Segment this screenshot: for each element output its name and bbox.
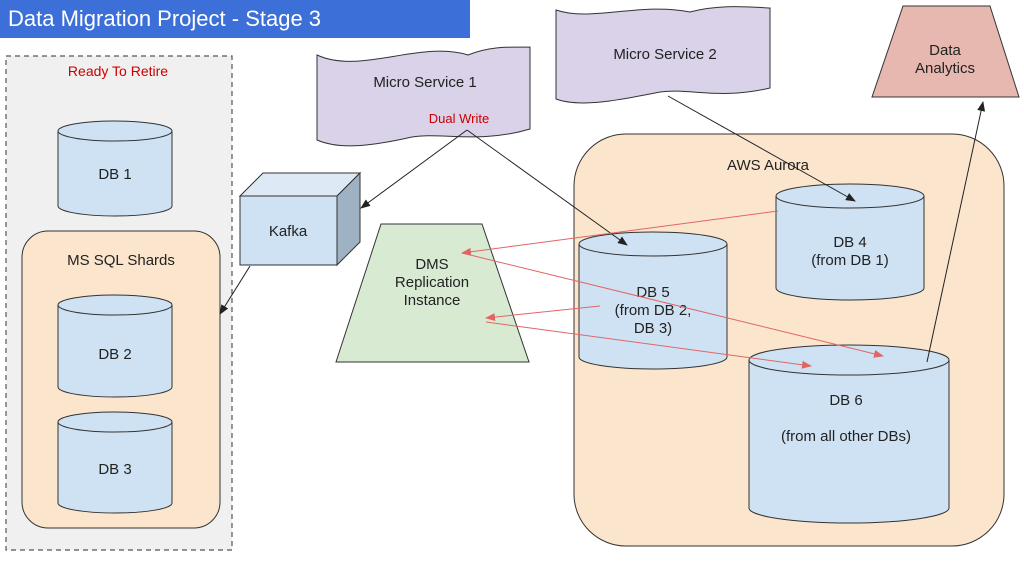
page-title: Data Migration Project - Stage 3 bbox=[8, 6, 322, 31]
arrow-ms2-to-db4 bbox=[667, 95, 856, 202]
ready-to-retire-label: Ready To Retire bbox=[68, 63, 168, 79]
micro-service-1: Micro Service 1 Dual Write bbox=[316, 46, 531, 147]
data-analytics-label-line1: Data bbox=[929, 42, 961, 59]
arrow-ms1-to-kafka bbox=[360, 129, 468, 209]
data-analytics-label-line2: Analytics bbox=[915, 60, 975, 77]
dms-replication-instance: DMS Replication Instance bbox=[335, 223, 530, 363]
db6-cylinder: DB 6 (from all other DBs) bbox=[748, 344, 950, 524]
arrow-db5-to-dms bbox=[485, 305, 601, 322]
arrow-ms1-to-db5 bbox=[466, 129, 628, 246]
micro-service-1-label: Micro Service 1 bbox=[373, 74, 476, 91]
ms-sql-shards-label: MS SQL Shards bbox=[67, 252, 175, 269]
dual-write-label: Dual Write bbox=[429, 111, 489, 126]
arrow-db6-to-analytics bbox=[926, 101, 986, 363]
db5-label-line2: (from DB 2, bbox=[615, 302, 692, 319]
micro-service-2: Micro Service 2 bbox=[555, 6, 771, 104]
db6-label-line2: (from all other DBs) bbox=[781, 428, 911, 445]
db1-label: DB 1 bbox=[98, 166, 131, 183]
red-replication-arrows bbox=[461, 210, 884, 369]
data-analytics-node: Data Analytics bbox=[871, 5, 1020, 98]
kafka-label: Kafka bbox=[269, 223, 308, 240]
db2-cylinder: DB 2 bbox=[57, 294, 173, 398]
db4-cylinder: DB 4 (from DB 1) bbox=[775, 183, 925, 301]
db5-label-line1: DB 5 bbox=[636, 284, 669, 301]
db3-label: DB 3 bbox=[98, 461, 131, 478]
kafka-node: Kafka bbox=[238, 171, 362, 267]
arrow-db4-to-dms bbox=[461, 210, 779, 256]
dms-label-line3: Instance bbox=[404, 292, 461, 309]
db4-label-line1: DB 4 bbox=[833, 234, 866, 251]
black-connectors bbox=[219, 95, 986, 363]
db4-label-line2: (from DB 1) bbox=[811, 252, 889, 269]
micro-service-2-label: Micro Service 2 bbox=[613, 46, 716, 63]
db3-cylinder: DB 3 bbox=[57, 411, 173, 514]
arrow-kafka-to-mssql bbox=[219, 265, 251, 315]
dms-label-line1: DMS bbox=[415, 256, 448, 273]
title-bar: Data Migration Project - Stage 3 bbox=[0, 0, 470, 38]
db1-cylinder: DB 1 bbox=[57, 120, 173, 217]
db5-cylinder: DB 5 (from DB 2, DB 3) bbox=[578, 231, 728, 370]
dms-label-line2: Replication bbox=[395, 274, 469, 291]
db2-label: DB 2 bbox=[98, 346, 131, 363]
arrow-dms-to-db6-upper bbox=[461, 252, 884, 358]
db6-label-line1: DB 6 bbox=[829, 392, 862, 409]
arrow-dms-to-db6-lower bbox=[485, 321, 812, 369]
aws-aurora-label: AWS Aurora bbox=[727, 157, 810, 174]
db5-label-line3: DB 3) bbox=[634, 320, 672, 337]
